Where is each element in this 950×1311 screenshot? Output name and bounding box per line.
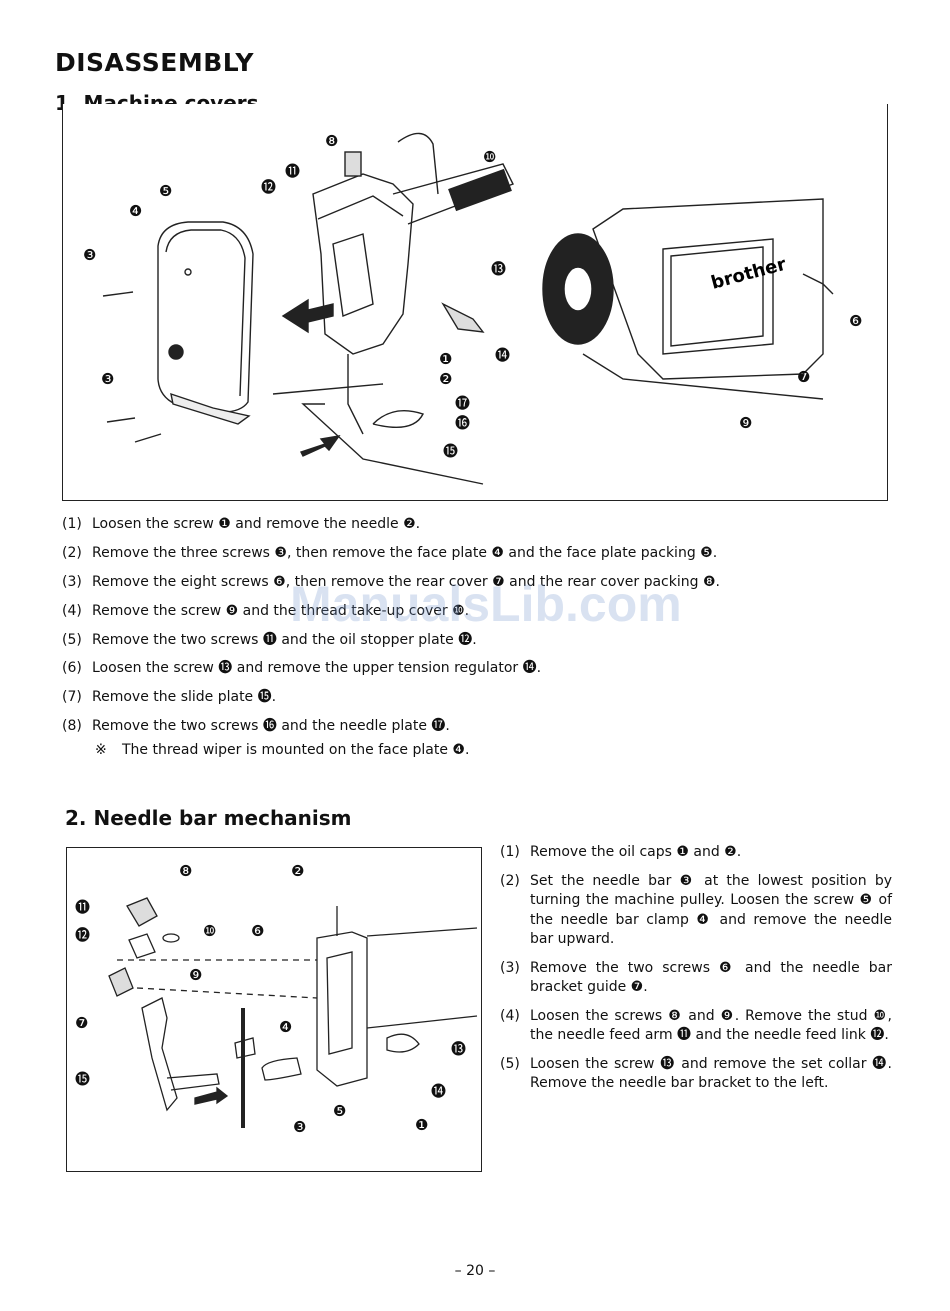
step-number: (8) bbox=[62, 718, 82, 735]
callout-12: ⓬ bbox=[261, 178, 276, 196]
step-text: Loosen the screws ❽ and ❾. Remove the st… bbox=[530, 1007, 892, 1044]
callout-11: ⓫ bbox=[75, 898, 90, 916]
callout-7: ❼ bbox=[797, 368, 810, 386]
step-number: (3) bbox=[500, 959, 520, 976]
step-number: (7) bbox=[62, 689, 82, 706]
page-title: DISASSEMBLY bbox=[55, 48, 254, 77]
needle-bar-figure: ⓫ ⓬ ❽ ❿ ❾ ❼ ⓯ ❷ ❻ ❹ ⓭ ⓮ ❺ ❸ ❶ bbox=[66, 847, 482, 1172]
note-mark: ※ bbox=[95, 742, 107, 758]
callout-16: ⓰ bbox=[455, 414, 470, 432]
step-text: Loosen the screw ⓭ and remove the set co… bbox=[530, 1055, 892, 1092]
step-item: (1) Remove the oil caps ❶ and ❷. bbox=[500, 843, 892, 863]
callout-13: ⓭ bbox=[451, 1040, 466, 1058]
step-text: Remove the eight screws ❻, then remove t… bbox=[92, 573, 720, 590]
callout-10: ❿ bbox=[483, 148, 496, 166]
rear-arm-shape bbox=[592, 198, 824, 380]
machine-covers-figure: brother ❸ ❸ ❹ ❺ ⓬ ⓫ ❽ ❿ ⓭ ⓮ ❶ ❷ ⓱ ⓰ ⓯ ❻ … bbox=[62, 104, 888, 501]
callout-14: ⓮ bbox=[495, 346, 510, 364]
step-item: (5) Loosen the screw ⓭ and remove the set… bbox=[500, 1055, 892, 1094]
callout-3b: ❸ bbox=[101, 370, 114, 388]
step-item: (7) Remove the slide plate ⓯. bbox=[62, 685, 882, 714]
callout-3a: ❸ bbox=[83, 246, 96, 264]
callout-14: ⓮ bbox=[431, 1082, 446, 1100]
callout-11: ⓫ bbox=[285, 162, 300, 180]
callout-4: ❹ bbox=[279, 1018, 292, 1036]
step-text: Remove the screw ❾ and the thread take-u… bbox=[92, 602, 470, 619]
step-item: (4) Loosen the screws ❽ and ❾. Remove the… bbox=[500, 1007, 892, 1046]
callout-12: ⓬ bbox=[75, 926, 90, 944]
step-text: Remove the oil caps ❶ and ❷. bbox=[530, 844, 742, 860]
step-text: Remove the slide plate ⓯. bbox=[92, 689, 277, 706]
note: ※ The thread wiper is mounted on the face… bbox=[95, 742, 469, 758]
callout-15: ⓯ bbox=[443, 442, 458, 460]
callout-5: ❺ bbox=[159, 182, 172, 200]
needle-feed-arm-shape bbox=[126, 897, 158, 927]
callout-3: ❸ bbox=[293, 1118, 306, 1136]
thread-tension-knob bbox=[344, 151, 362, 177]
step-item: (8) Remove the two screws ⓰ and the needl… bbox=[62, 714, 882, 743]
step-number: (2) bbox=[500, 872, 520, 889]
step-number: (6) bbox=[62, 660, 82, 677]
note-text: The thread wiper is mounted on the face … bbox=[122, 742, 470, 758]
callout-5: ❺ bbox=[333, 1102, 346, 1120]
machine-head-shape bbox=[312, 173, 414, 355]
face-plate-hole bbox=[168, 344, 184, 360]
step-item: (2) Set the needle bar ❸ at the lowest po… bbox=[500, 872, 892, 950]
callout-8: ❽ bbox=[179, 862, 192, 880]
step-number: (2) bbox=[62, 544, 82, 561]
step-text: Remove the two screws ❻ and the needle b… bbox=[530, 959, 892, 996]
step-number: (4) bbox=[500, 1007, 520, 1024]
step-item: (6) Loosen the screw ⓭ and remove the upp… bbox=[62, 656, 882, 685]
section-2-steps: (1) Remove the oil caps ❶ and ❷. (2) Set t… bbox=[500, 843, 892, 1103]
callout-10: ❿ bbox=[203, 922, 216, 940]
step-item: (4) Remove the screw ❾ and the thread tak… bbox=[62, 599, 882, 628]
callout-2: ❷ bbox=[291, 862, 304, 880]
needle-bar-bracket-shape bbox=[141, 997, 178, 1112]
step-number: (1) bbox=[500, 844, 520, 860]
needle-bar-illustration: ⓫ ⓬ ❽ ❿ ❾ ❼ ⓯ ❷ ❻ ❹ ⓭ ⓮ ❺ ❸ ❶ bbox=[75, 862, 478, 1136]
callout-6: ❻ bbox=[849, 312, 862, 330]
brand-logo: brother bbox=[709, 254, 789, 294]
step-number: (4) bbox=[62, 602, 82, 619]
section-2-title: 2. Needle bar mechanism bbox=[65, 806, 352, 830]
step-item: (3) Remove the eight screws ❻, then remov… bbox=[62, 570, 882, 599]
step-item: (2) Remove the three screws ❸, then remov… bbox=[62, 541, 882, 570]
section-1-steps: (1) Loosen the screw ❶ and remove the nee… bbox=[62, 512, 882, 743]
step-item: (3) Remove the two screws ❻ and the needl… bbox=[500, 959, 892, 998]
callout-6: ❻ bbox=[251, 922, 264, 940]
callout-17: ⓱ bbox=[455, 394, 470, 412]
step-text: Loosen the screw ⓭ and remove the upper … bbox=[92, 660, 542, 677]
watermark: ManualsLib.com bbox=[290, 576, 682, 632]
machine-covers-illustration: brother ❸ ❸ ❹ ❺ ⓬ ⓫ ❽ ❿ ⓭ ⓮ ❶ ❷ ⓱ ⓰ ⓯ ❻ … bbox=[83, 132, 862, 485]
step-text: Remove the two screws ⓰ and the needle p… bbox=[92, 718, 450, 735]
callout-9: ❽ bbox=[325, 132, 338, 150]
callout-1: ❶ bbox=[439, 350, 452, 368]
step-number: (5) bbox=[500, 1055, 520, 1072]
callout-8: ❾ bbox=[739, 414, 752, 432]
callout-15: ⓯ bbox=[75, 1070, 90, 1088]
callout-2: ❷ bbox=[439, 370, 452, 388]
step-item: (5) Remove the two screws ⓫ and the oil s… bbox=[62, 628, 882, 657]
machine-frame-shape bbox=[316, 931, 368, 1087]
callout-9: ❾ bbox=[189, 966, 202, 984]
step-text: Remove the two screws ⓫ and the oil stop… bbox=[92, 631, 477, 648]
step-text: Set the needle bar ❸ at the lowest posit… bbox=[530, 872, 892, 948]
page-number: – 20 – bbox=[454, 1263, 496, 1279]
callout-7: ❼ bbox=[75, 1014, 88, 1032]
callout-4: ❹ bbox=[129, 202, 142, 220]
step-item: (1) Loosen the screw ❶ and remove the nee… bbox=[62, 512, 882, 541]
step-number: (3) bbox=[62, 573, 82, 590]
face-plate-shape bbox=[157, 221, 254, 413]
callout-1: ❶ bbox=[415, 1116, 428, 1134]
step-number: (5) bbox=[62, 631, 82, 648]
step-number: (1) bbox=[62, 516, 82, 532]
step-text: Loosen the screw ❶ and remove the needle… bbox=[92, 516, 421, 532]
callout-13: ⓭ bbox=[491, 260, 506, 278]
step-text: Remove the three screws ❸, then remove t… bbox=[92, 544, 718, 561]
